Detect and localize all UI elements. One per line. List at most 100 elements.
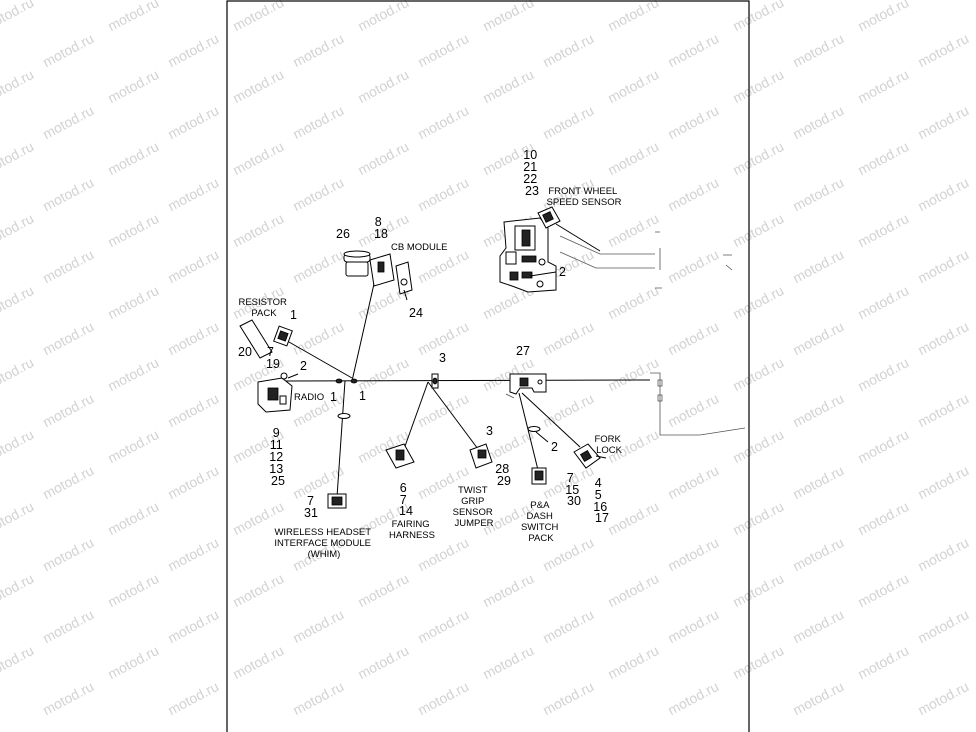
svg-text:6 7 14: 6 7 14 bbox=[399, 481, 413, 518]
svg-text:7 15 30: 7 15 30 bbox=[565, 471, 582, 508]
callout-fork-17: 17 bbox=[595, 511, 609, 525]
pa-switch-connector bbox=[531, 467, 547, 485]
pa-branch bbox=[518, 392, 539, 471]
twist-grip-connector bbox=[469, 443, 493, 469]
resistor-pack-part bbox=[239, 319, 293, 359]
callout-clip-3: 3 bbox=[439, 351, 446, 365]
label-fork-line2: LOCK bbox=[596, 445, 623, 456]
callout-pa-15: 15 bbox=[565, 483, 579, 497]
cb-module-connector bbox=[343, 250, 413, 295]
label-whim-line3: (WHIM) bbox=[308, 549, 341, 560]
svg-text:28 29: 28 29 bbox=[495, 462, 512, 488]
svg-text:TWIST GRIP SENSOR: TWIST GRIP SENSOR JUMPER bbox=[453, 485, 496, 529]
label-pa-line2: DASH bbox=[526, 511, 553, 522]
svg-text:4 5 16 17: 4 5 16 17 bbox=[593, 476, 610, 525]
callout-cb-8: 8 bbox=[375, 215, 382, 229]
callout-fork-16: 16 bbox=[593, 500, 607, 514]
dash-bracket bbox=[505, 373, 547, 399]
callout-fwss-23: 23 bbox=[525, 184, 539, 198]
front-wheel-speed-sensor-connector bbox=[537, 206, 561, 229]
radio-part bbox=[257, 372, 293, 413]
callout-fairing-14: 14 bbox=[399, 504, 413, 518]
callout-resistor-7: 7 bbox=[267, 345, 274, 359]
label-fairing-line1: FAIRING bbox=[392, 519, 430, 530]
whim-branch bbox=[336, 380, 346, 498]
callout-whim-7: 7 bbox=[307, 494, 314, 508]
label-twist-line3: SENSOR bbox=[453, 507, 493, 518]
callout-radio-11: 11 bbox=[270, 438, 283, 452]
twist-branch bbox=[427, 381, 479, 450]
background-outline bbox=[559, 231, 746, 436]
label-resistor-line2: PACK bbox=[251, 308, 277, 319]
label-pa-line4: PACK bbox=[528, 533, 554, 544]
cb-branch bbox=[351, 274, 377, 382]
front-fork-bracket bbox=[499, 217, 557, 293]
label-fwss-line1: FRONT WHEEL bbox=[548, 186, 617, 197]
svg-text:10 21 22 23: 10 21 22 23 bbox=[523, 148, 540, 198]
fork-lock-connector bbox=[573, 443, 601, 469]
callout-bracket-27: 27 bbox=[516, 344, 530, 358]
label-pa-line1: P&A bbox=[530, 500, 550, 511]
callout-radio-13: 13 bbox=[269, 462, 283, 476]
label-whim-line2: INTERFACE MODULE bbox=[274, 538, 371, 549]
label-fairing-line2: HARNESS bbox=[389, 530, 435, 541]
label-resistor-line1: RESISTOR bbox=[238, 297, 287, 308]
label-fwss-line2: SPEED SENSOR bbox=[547, 197, 622, 208]
callout-resistor-1: 1 bbox=[290, 308, 297, 322]
page-frame bbox=[226, 0, 750, 732]
label-twist-line2: GRIP bbox=[461, 496, 484, 507]
callout-twist-28: 28 bbox=[495, 462, 509, 476]
junction-clips bbox=[335, 378, 541, 432]
label-fork-line1: FORK bbox=[594, 434, 621, 445]
callout-resistor-19: 19 bbox=[266, 357, 280, 371]
svg-text:FORK LOCK: FORK LOCK bbox=[594, 434, 623, 456]
callout-junction-1a: 1 bbox=[330, 390, 337, 404]
whim-connector bbox=[327, 493, 347, 509]
resistor-branch bbox=[281, 337, 353, 379]
callout-dash-2: 2 bbox=[551, 440, 558, 454]
label-cb-module: CB MODULE bbox=[391, 242, 447, 253]
callout-fwss-10: 10 bbox=[523, 148, 537, 162]
callout-radio-2: 2 bbox=[300, 359, 307, 373]
fork-branch bbox=[521, 392, 581, 448]
callout-cb-24: 24 bbox=[409, 306, 423, 320]
callout-radio-12: 12 bbox=[269, 450, 283, 464]
callout-junction-1b: 1 bbox=[359, 389, 366, 403]
callout-fwss-22: 22 bbox=[523, 172, 537, 186]
svg-text:FRONT WHEEL SPEED SENSOR: FRONT WHEEL SPEED SENSOR bbox=[547, 186, 622, 208]
callout-resistor-20: 20 bbox=[238, 345, 252, 359]
label-twist-line1: TWIST bbox=[458, 485, 488, 496]
label-whim-line1: WIRELESS HEADSET bbox=[274, 527, 371, 538]
label-pa-line3: SWITCH bbox=[521, 522, 559, 533]
fairing-branch bbox=[403, 381, 429, 450]
label-radio: RADIO bbox=[294, 392, 324, 403]
fwss-lead bbox=[555, 223, 601, 252]
main-harness-trunk bbox=[285, 379, 651, 382]
harness-clip bbox=[431, 373, 439, 389]
callout-radio-9: 9 bbox=[273, 426, 280, 440]
label-twist-line4: JUMPER bbox=[454, 518, 493, 529]
fairing-harness-connector bbox=[385, 443, 415, 469]
svg-text:P&A DASH SWITCH PA: P&A DASH SWITCH PACK bbox=[521, 500, 561, 544]
callout-cb-18: 18 bbox=[374, 227, 388, 241]
callout-fairing-6: 6 bbox=[400, 481, 407, 495]
callout-whim-31: 31 bbox=[304, 506, 318, 520]
callout-radio-25: 25 bbox=[271, 474, 285, 488]
callout-twist-29: 29 bbox=[497, 474, 511, 488]
callout-fairing-7: 7 bbox=[400, 493, 407, 507]
callout-fork-5: 5 bbox=[595, 488, 602, 502]
svg-text:8 18: 8 18 bbox=[374, 215, 388, 241]
callout-fwss-21: 21 bbox=[523, 160, 537, 174]
callout-pa-7: 7 bbox=[567, 471, 574, 485]
svg-text:WIRELESS HEADSET INTERFACE: WIRELESS HEADSET INTERFACE MODULE (WHIM) bbox=[274, 527, 373, 560]
svg-text:FAIRING HARNESS: FAIRING HARNESS bbox=[389, 519, 435, 541]
leader-lines bbox=[287, 271, 607, 459]
callout-cb-26: 26 bbox=[336, 227, 350, 241]
svg-text:RESISTOR PACK: RESISTOR PACK bbox=[238, 297, 289, 319]
callout-twist-3: 3 bbox=[486, 424, 493, 438]
callout-fork-4: 4 bbox=[595, 476, 602, 490]
svg-text:9 11 12 13 25: 9 11 12 13 25 bbox=[269, 426, 286, 488]
callout-pa-30: 30 bbox=[567, 494, 581, 508]
callout-fwss-2: 2 bbox=[559, 265, 566, 279]
